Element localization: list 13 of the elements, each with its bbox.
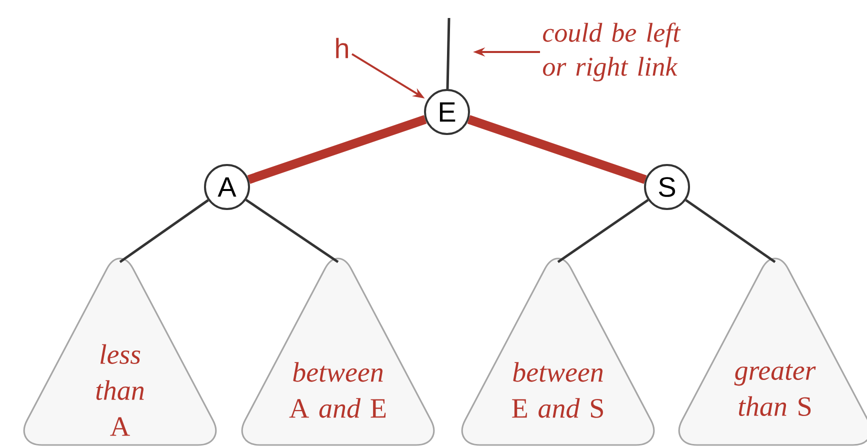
subtree-triangle: between A and E: [241, 258, 435, 446]
link-line: [685, 199, 776, 264]
link-line: [446, 18, 450, 90]
subtree-triangle: greater than S: [678, 258, 867, 446]
link-line: [245, 198, 339, 264]
link-line: [467, 115, 647, 184]
pointer-label: h: [336, 38, 348, 58]
link-line: [247, 115, 427, 184]
subtree-triangle: less than A: [23, 258, 217, 446]
link-line: [119, 199, 209, 264]
annotation-text: could be left or right link: [543, 22, 681, 82]
link-line: [557, 199, 649, 264]
subtree-triangle: between E and S: [461, 258, 655, 446]
